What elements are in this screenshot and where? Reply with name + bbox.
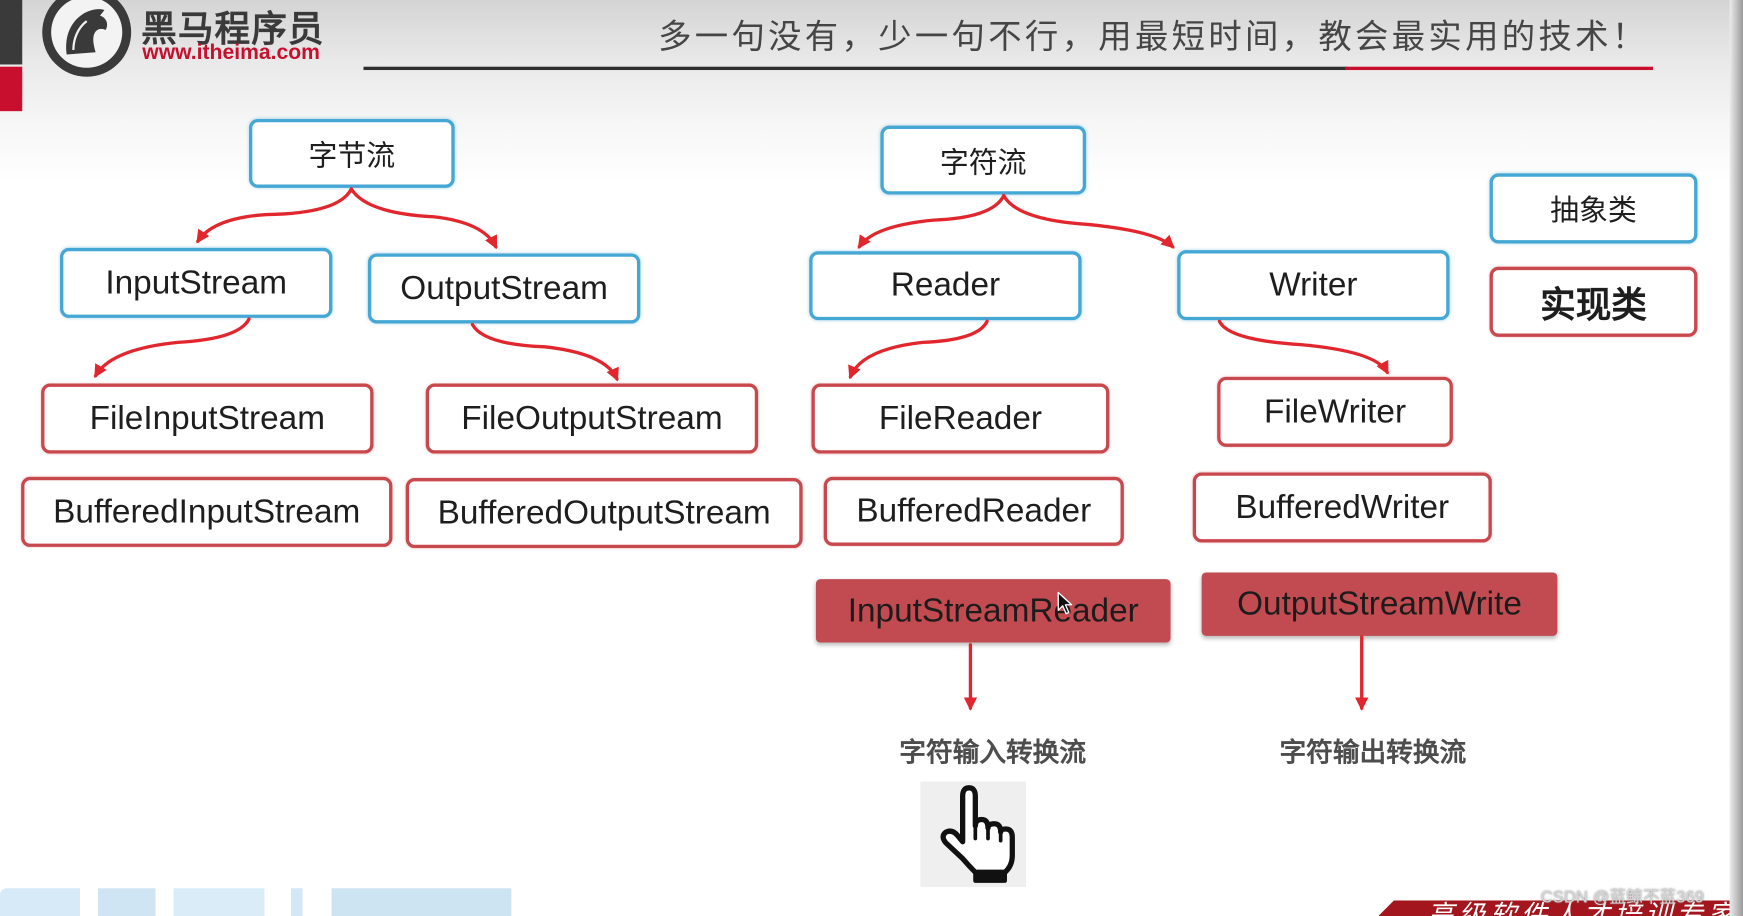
node-label: InputStreamReader bbox=[847, 591, 1139, 629]
node-label: 字节流 bbox=[308, 139, 396, 173]
mouse-pointer-icon bbox=[1057, 591, 1073, 615]
node-label: 字符流 bbox=[939, 146, 1027, 180]
horse-logo-icon bbox=[42, 0, 132, 77]
node-inputstreamreader: InputStreamReader bbox=[815, 579, 1171, 643]
arrow-outputstream-to-fileoutputstream bbox=[470, 322, 619, 382]
node-inputstream: InputStream bbox=[60, 247, 333, 318]
arrow-inputstream-to-fileinputstream bbox=[93, 317, 251, 379]
legend-abstract: 抽象类 bbox=[1489, 173, 1698, 244]
arrow-reader-to-filereader bbox=[848, 319, 989, 380]
node-fileoutputstream: FileOutputStream bbox=[425, 383, 759, 454]
csdn-watermark: CSDN @蓝鲸不蓝369 bbox=[1540, 888, 1705, 908]
node-label: OutputStreamWrite bbox=[1237, 585, 1522, 622]
node-reader: Reader bbox=[809, 251, 1082, 321]
node-bufferedwriter: BufferedWriter bbox=[1192, 472, 1492, 543]
node-bufferedreader: BufferedReader bbox=[823, 476, 1124, 546]
node-writer: Writer bbox=[1177, 250, 1450, 321]
node-label: FileReader bbox=[878, 399, 1042, 437]
node-label: OutputStream bbox=[400, 269, 608, 307]
arrow-writer-to-filewriter bbox=[1217, 319, 1389, 375]
node-outputstream: OutputStream bbox=[367, 253, 641, 324]
node-char-stream: 字符流 bbox=[880, 125, 1087, 195]
node-label: InputStream bbox=[105, 264, 288, 301]
hand-cursor-panel bbox=[920, 781, 1027, 888]
node-label: Reader bbox=[890, 266, 1001, 304]
header-rule bbox=[363, 66, 1348, 71]
header-rule-accent bbox=[1345, 66, 1653, 71]
brand-url: www.itheima.com bbox=[142, 41, 320, 65]
node-filewriter: FileWriter bbox=[1217, 376, 1453, 447]
node-label: Writer bbox=[1269, 266, 1358, 303]
brand-name: 黑马程序员 bbox=[141, 7, 325, 51]
legend-label: 实现类 bbox=[1540, 282, 1647, 326]
caption-char-output-converter: 字符输出转换流 bbox=[1279, 737, 1467, 769]
footer-banner-shape bbox=[1378, 900, 1730, 916]
node-byte-stream: 字节流 bbox=[249, 118, 455, 188]
footer-watercolor bbox=[0, 888, 512, 916]
node-label: FileWriter bbox=[1264, 392, 1407, 430]
right-edge-shadow bbox=[1729, 0, 1743, 916]
node-bufferedinputstream: BufferedInputStream bbox=[21, 476, 393, 547]
node-label: BufferedOutputStream bbox=[437, 494, 771, 531]
arrow-bytestream-to-inputstream bbox=[196, 187, 353, 244]
arrow-bytestream-to-outputstream bbox=[349, 187, 498, 250]
node-bufferedoutputstream: BufferedOutputStream bbox=[405, 478, 803, 549]
caption-char-input-converter: 字符输入转换流 bbox=[899, 737, 1087, 769]
left-accent-bar bbox=[0, 0, 23, 65]
node-label: FileOutputStream bbox=[461, 399, 723, 437]
footer-banner: 高级软件人才培训专家 bbox=[1378, 900, 1730, 916]
footer-banner-text: 高级软件人才培训专家 bbox=[1427, 900, 1730, 916]
arrow-charstream-to-reader bbox=[857, 193, 1006, 249]
node-fileinputstream: FileInputStream bbox=[41, 383, 374, 454]
legend-label: 抽象类 bbox=[1550, 194, 1637, 228]
node-label: BufferedReader bbox=[856, 492, 1092, 530]
node-label: BufferedInputStream bbox=[53, 493, 361, 530]
arrow-charstream-to-writer bbox=[1002, 193, 1175, 249]
node-filereader: FileReader bbox=[811, 383, 1110, 454]
slogan: 多一句没有，少一句不行，用最短时间，教会最实用的技术！ bbox=[658, 17, 1649, 57]
node-label: FileInputStream bbox=[89, 399, 326, 437]
node-label: BufferedWriter bbox=[1235, 488, 1450, 526]
left-accent-red bbox=[0, 66, 23, 112]
node-outputstreamwrite: OutputStreamWrite bbox=[1201, 572, 1558, 636]
pointing-hand-icon bbox=[940, 785, 1015, 883]
legend-implementation: 实现类 bbox=[1489, 266, 1698, 337]
